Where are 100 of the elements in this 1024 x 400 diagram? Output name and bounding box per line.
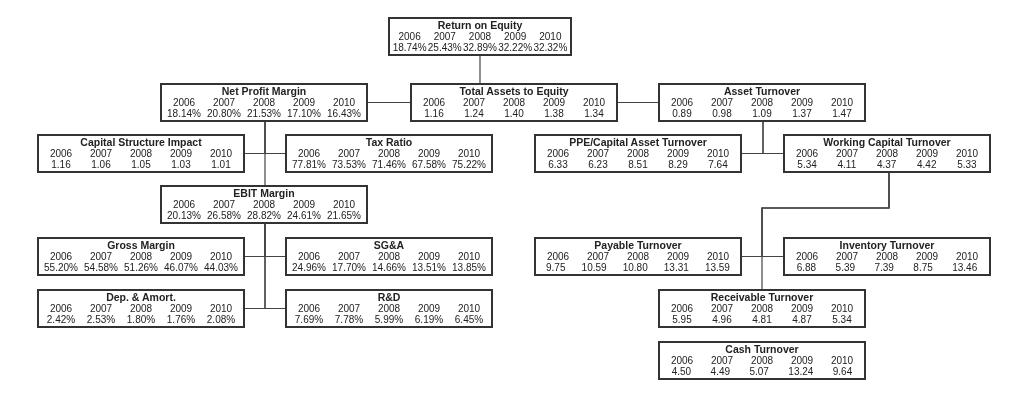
metric-value: 6.45% bbox=[454, 314, 484, 325]
metric-value: 5.33 bbox=[957, 159, 977, 170]
connector-line bbox=[761, 172, 890, 290]
year-label: 2007 bbox=[835, 251, 859, 262]
year-label: 2008 bbox=[377, 148, 401, 159]
year-label: 2010 bbox=[955, 148, 979, 159]
metric-title: Cash Turnover bbox=[725, 344, 799, 355]
connector-line bbox=[367, 101, 411, 104]
year-label: 2008 bbox=[626, 148, 650, 159]
metric-value: 8.51 bbox=[628, 159, 648, 170]
metric-value: 6.19% bbox=[414, 314, 444, 325]
year-label: 2006 bbox=[546, 148, 570, 159]
connector-line bbox=[617, 101, 659, 104]
metric-value: 2.08% bbox=[206, 314, 236, 325]
metric-value: 14.66% bbox=[372, 262, 406, 273]
metric-value: 4.42 bbox=[917, 159, 937, 170]
year-label: 2007 bbox=[212, 97, 236, 108]
metric-value: 24.61% bbox=[287, 210, 321, 221]
metric-value: 7.78% bbox=[334, 314, 364, 325]
metric-value: 1.80% bbox=[126, 314, 156, 325]
metric-box bbox=[160, 83, 368, 122]
metric-value: 4.81 bbox=[752, 314, 772, 325]
metric-title: Receivable Turnover bbox=[710, 292, 814, 303]
metric-value: 0.98 bbox=[712, 108, 732, 119]
metric-value: 9.75 bbox=[546, 262, 566, 273]
metric-title: R&D bbox=[377, 292, 401, 303]
year-label: 2006 bbox=[297, 303, 321, 314]
metric-box bbox=[658, 289, 866, 328]
metric-value: 32.22% bbox=[498, 42, 533, 53]
metric-value: 17.10% bbox=[287, 108, 321, 119]
year-label: 2006 bbox=[398, 31, 421, 42]
metric-title: Inventory Turnover bbox=[839, 240, 935, 251]
metric-value: 18.74% bbox=[392, 42, 427, 53]
year-label: 2006 bbox=[422, 97, 446, 108]
year-label: 2009 bbox=[417, 251, 441, 262]
metric-value: 13.51% bbox=[412, 262, 446, 273]
metric-value: 77.81% bbox=[292, 159, 326, 170]
year-label: 2007 bbox=[586, 251, 610, 262]
metric-value: 5.99% bbox=[374, 314, 404, 325]
metric-box bbox=[410, 83, 618, 122]
year-label: 2006 bbox=[670, 355, 694, 366]
metric-value: 4.37 bbox=[876, 159, 897, 170]
year-label: 2008 bbox=[875, 251, 899, 262]
year-label: 2008 bbox=[377, 251, 401, 262]
metric-box bbox=[160, 185, 368, 224]
year-label: 2006 bbox=[297, 251, 321, 262]
year-label: 2009 bbox=[666, 251, 690, 262]
metric-box bbox=[285, 237, 493, 276]
metric-value: 55.20% bbox=[44, 262, 78, 273]
metric-title: Tax Ratio bbox=[365, 137, 413, 148]
metric-box bbox=[388, 17, 572, 56]
metric-value: 4.96 bbox=[712, 314, 732, 325]
metric-value: 32.89% bbox=[463, 42, 497, 53]
metric-value: 13.24 bbox=[788, 366, 814, 377]
year-label: 2010 bbox=[830, 355, 854, 366]
metric-value: 1.06 bbox=[91, 159, 111, 170]
year-label: 2008 bbox=[750, 97, 774, 108]
year-label: 2006 bbox=[49, 148, 73, 159]
year-label: 2009 bbox=[915, 148, 939, 159]
year-label: 2007 bbox=[89, 251, 113, 262]
metric-value: 10.80 bbox=[622, 262, 648, 273]
metric-box bbox=[658, 83, 866, 122]
metric-box bbox=[37, 134, 245, 173]
metric-value: 5.34 bbox=[797, 159, 817, 170]
metric-value: 67.58% bbox=[412, 159, 446, 170]
year-label: 2009 bbox=[169, 303, 193, 314]
year-label: 2010 bbox=[457, 303, 481, 314]
metric-value: 5.34 bbox=[832, 314, 852, 325]
metric-value: 17.70% bbox=[332, 262, 366, 273]
year-label: 2008 bbox=[377, 303, 401, 314]
metric-value: 1.47 bbox=[832, 108, 852, 119]
metric-value: 4.11 bbox=[837, 159, 857, 170]
metric-value: 21.53% bbox=[247, 108, 281, 119]
year-label: 2009 bbox=[417, 303, 441, 314]
year-label: 2006 bbox=[670, 97, 694, 108]
metric-title: SG&A bbox=[373, 240, 405, 251]
metric-value: 8.29 bbox=[668, 159, 688, 170]
year-label: 2008 bbox=[129, 303, 153, 314]
metric-value: 54.58% bbox=[84, 262, 118, 273]
year-label: 2008 bbox=[626, 251, 650, 262]
metric-value: 8.75 bbox=[913, 262, 933, 273]
metric-title: Dep. & Amort. bbox=[106, 292, 176, 303]
year-label: 2010 bbox=[457, 148, 481, 159]
year-label: 2008 bbox=[129, 148, 153, 159]
year-label: 2007 bbox=[337, 251, 361, 262]
metric-value: 75.22% bbox=[452, 159, 486, 170]
metric-value: 4.49 bbox=[710, 366, 731, 377]
metric-title: Capital Structure Impact bbox=[80, 137, 202, 148]
metric-value: 73.53% bbox=[332, 159, 366, 170]
year-label: 2006 bbox=[297, 148, 321, 159]
year-label: 2009 bbox=[666, 148, 690, 159]
metric-value: 0.89 bbox=[672, 108, 692, 119]
year-label: 2008 bbox=[502, 97, 526, 108]
year-label: 2007 bbox=[89, 303, 113, 314]
connector-line bbox=[264, 223, 286, 310]
metric-value: 1.40 bbox=[504, 108, 524, 119]
metric-value: 13.31 bbox=[663, 262, 689, 273]
metric-value: 10.59 bbox=[581, 262, 607, 273]
metric-value: 20.80% bbox=[207, 108, 241, 119]
year-label: 2010 bbox=[332, 97, 356, 108]
